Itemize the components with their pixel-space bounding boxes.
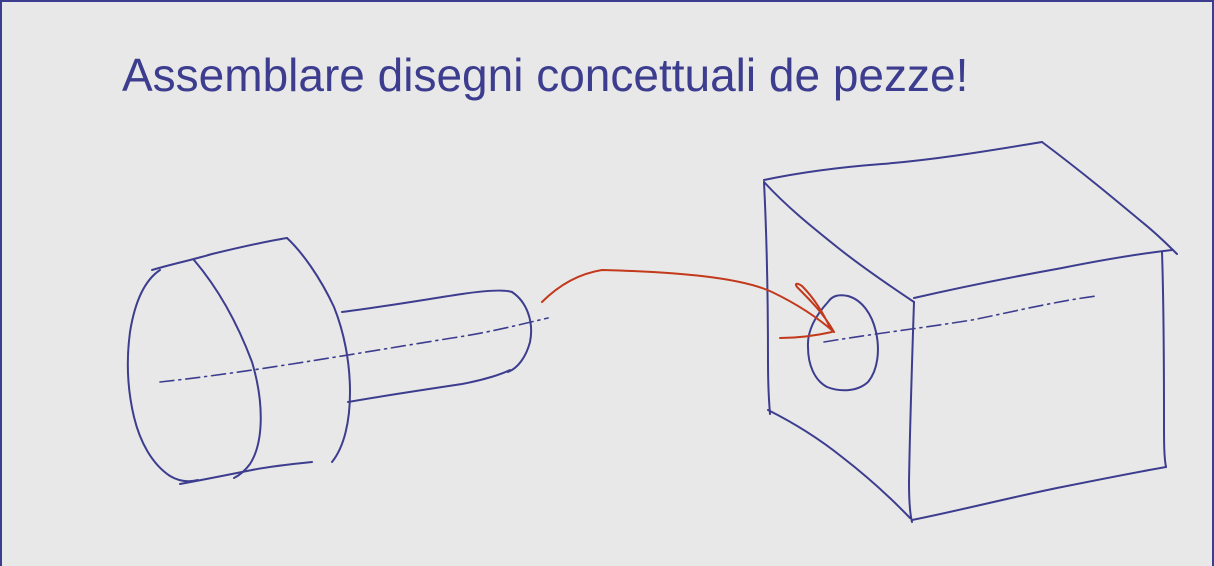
slide-title: Assemblare disegni concettuali de pezze! [122,49,969,101]
screw-shaft-end [507,291,532,373]
block-front-top [763,181,915,303]
screw-head-bottom [179,461,313,485]
screw-sketch [126,237,532,485]
screw-shaft-bottom [347,369,511,403]
block-side-back [1161,251,1167,468]
block-centerline [823,295,1097,343]
block-front-left [763,181,771,415]
screw-head-top [151,237,288,271]
screw-head-side [286,237,351,463]
screw-head-face [126,269,199,483]
block-top-back [763,141,1043,181]
block-top-right [1041,141,1178,255]
screw-centerline [159,317,549,383]
block-top-front [913,249,1173,299]
block-front-right [908,301,915,523]
block-front-bottom [767,409,911,519]
arrow-tip [794,282,835,333]
arrow-curve [541,269,835,333]
screw-shaft-top [341,289,513,313]
block-side-bottom [911,466,1167,521]
block-sketch [763,141,1178,523]
block-hole [806,294,879,392]
screw-head-rim [193,259,262,479]
arrow-tail [779,331,833,339]
red-assembly-arrow [541,269,835,339]
